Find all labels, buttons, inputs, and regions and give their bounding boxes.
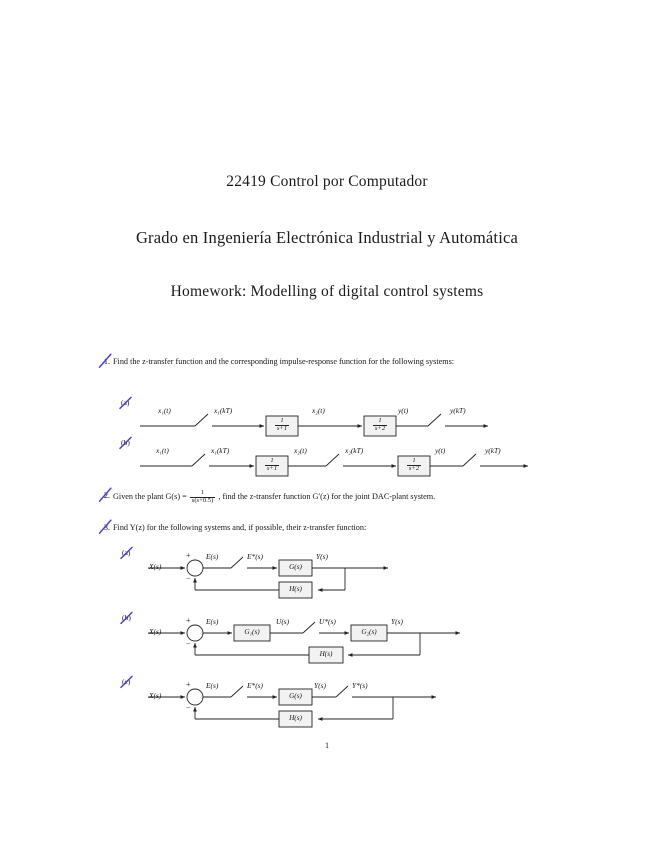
page-title-course: 22419 Control por Computador: [226, 173, 428, 190]
problem-2-plant-denominator: s(s+0.5): [190, 496, 215, 504]
page-title-assignment: Homework: Modelling of digital control s…: [170, 283, 484, 300]
signal-label-3b-2: U(s): [276, 617, 290, 626]
item-label-3b: (b): [122, 613, 131, 622]
signal-label-3c-2: E*(s): [247, 681, 264, 690]
item-label-1b: (b): [121, 438, 130, 447]
problem-3: 3. Find Y(z) for the following systems a…: [104, 522, 569, 534]
problem-2-number: 2.: [103, 491, 110, 500]
block-1b-1-denominator: s+1: [265, 464, 279, 472]
signal-label-1b-4: x₂(kT): [345, 446, 364, 455]
block-1b-2-denominator: s+2: [407, 464, 421, 472]
block-1b-1-numerator: 1: [270, 457, 274, 464]
problem-2-text-after: , find the z-transfer function G′(z) for…: [218, 492, 436, 502]
page-title-degree: Grado en Ingeniería Electrónica Industri…: [135, 228, 519, 247]
block-3b-forward-2: G₂(s): [361, 628, 377, 636]
problem-1-number: 1.: [103, 357, 110, 366]
sum-sign-minus-3c: −: [186, 703, 191, 712]
block-1b-2: 1 s+2: [398, 457, 430, 473]
signal-label-1a-5: y(kT): [450, 406, 466, 415]
block-1a-2-numerator: 1: [378, 417, 382, 424]
sum-sign-plus-3b: +: [186, 616, 191, 625]
signal-label-3c-1: E(s): [206, 681, 219, 690]
problem-2-text-before: Given the plant G(s) =: [113, 492, 187, 502]
block-3c-forward: G(s): [289, 692, 302, 700]
block-1a-2-denominator: s+2: [373, 424, 387, 432]
block-3c-feedback: H(s): [289, 714, 302, 722]
signal-label-1a-3: x₂(t): [312, 406, 325, 415]
block-3b-forward-1: G₁(s): [244, 628, 260, 636]
problem-3-text: Find Y(z) for the following systems and,…: [113, 523, 367, 532]
signal-label-3a-3: Y(s): [316, 552, 328, 561]
signal-label-3b-3: U*(s): [319, 617, 336, 626]
item-label-3a: (a): [122, 548, 131, 557]
signal-label-3c-input: X(s): [149, 691, 162, 700]
signal-label-1b-3: x₂(t): [294, 446, 307, 455]
signal-label-1b-5: y(t): [435, 446, 446, 455]
block-3a-forward: G(s): [289, 563, 302, 571]
signal-label-3a-input: X(s): [149, 562, 162, 571]
diagram-3b: X(s) + − E(s) U(s) U*(s) Y(s) G₁(s) G₂(s…: [148, 616, 468, 665]
block-1b-1: 1 s+1: [256, 457, 288, 473]
item-label-1a: (a): [121, 398, 130, 407]
problem-1: 1. Find the z-transfer function and the …: [104, 356, 569, 368]
diagram-1b: x₁(t) x₁(kT) x₂(t) x₂(kT) y(t) y(kT) 1 s…: [140, 444, 530, 478]
signal-label-3c-4: Y*(s): [352, 681, 368, 690]
sum-sign-plus-3c: +: [186, 680, 191, 689]
diagram-3c: X(s) + − E(s) E*(s) Y(s) Y*(s) G(s) H(s): [148, 680, 448, 729]
item-label-3c: (c): [122, 677, 131, 686]
problem-3-number: 3.: [103, 523, 110, 532]
block-3b-feedback: H(s): [319, 650, 333, 658]
signal-label-3b-1: E(s): [206, 617, 219, 626]
signal-label-3b-input: X(s): [149, 627, 162, 636]
signal-label-1b-2: x₁(kT): [211, 446, 230, 455]
block-1a-1-numerator: 1: [280, 417, 284, 424]
signal-label-1a-2: x₁(kT): [214, 406, 233, 415]
sum-sign-minus-3b: −: [186, 639, 191, 648]
block-3a-feedback: H(s): [289, 585, 302, 593]
block-1a-1-denominator: s+1: [275, 424, 289, 432]
sum-sign-plus-3a: +: [186, 551, 191, 560]
problem-2-plant-numerator: 1: [200, 489, 205, 496]
signal-label-1a-1: x₁(t): [158, 406, 171, 415]
signal-label-3a-1: E(s): [206, 552, 219, 561]
block-1b-2-numerator: 1: [412, 457, 416, 464]
diagram-3a: X(s) + − E(s) E*(s) Y(s) G(s) H(s): [148, 551, 398, 600]
problem-2-plant-fraction: 1 s(s+0.5): [190, 489, 215, 505]
signal-label-3a-2: E*(s): [247, 552, 264, 561]
signal-label-1a-4: y(t): [398, 406, 409, 415]
problem-1-text: Find the z-transfer function and the cor…: [113, 357, 455, 366]
block-1a-1: 1 s+1: [266, 417, 298, 433]
page-number: 1: [324, 741, 330, 750]
problem-2: 2. Given the plant G(s) = 1 s(s+0.5) , f…: [104, 489, 569, 505]
diagram-1a: x₁(t) x₁(kT) x₂(t) y(t) y(kT) 1 s+1 1 s+…: [140, 404, 490, 438]
block-1a-2: 1 s+2: [364, 417, 396, 433]
signal-label-1b-1: x₁(t): [156, 446, 169, 455]
signal-label-1b-6: y(kT): [485, 446, 501, 455]
sum-sign-minus-3a: −: [186, 574, 191, 583]
signal-label-3c-3: Y(s): [314, 681, 326, 690]
signal-label-3b-4: Y(s): [391, 617, 403, 626]
